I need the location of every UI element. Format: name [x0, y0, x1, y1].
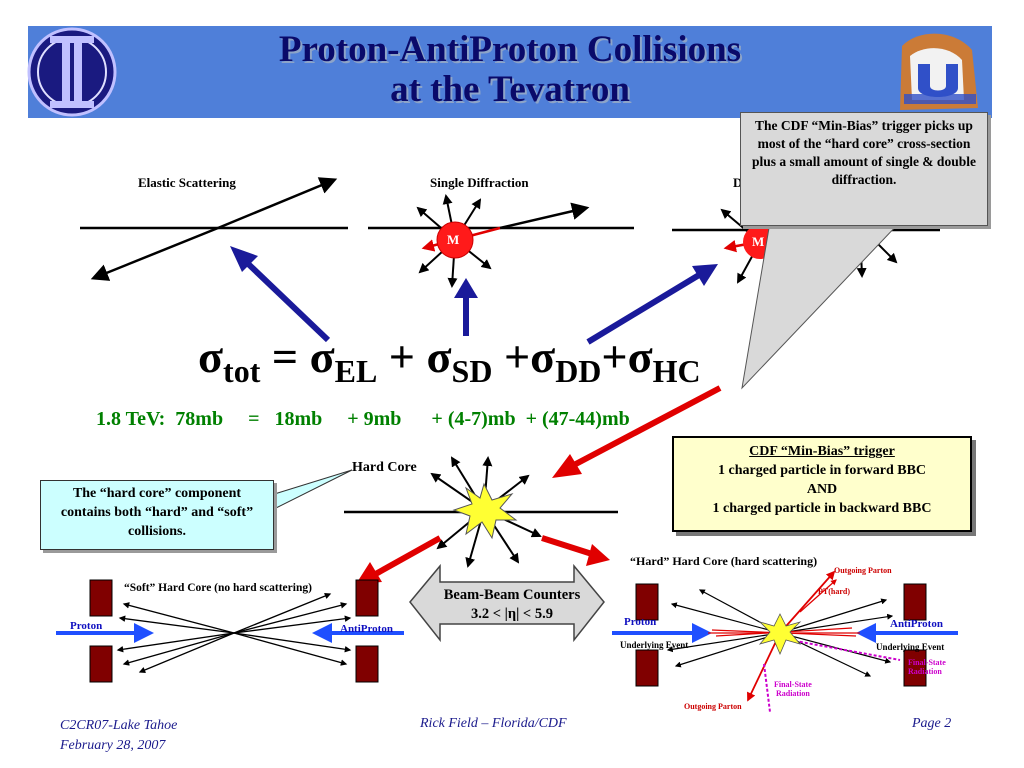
sigma-symbol: σ	[627, 331, 653, 382]
bbc-line2: 3.2 < |η| < 5.9	[471, 606, 553, 622]
footer-date: February 28, 2007	[60, 738, 166, 753]
sigma-symbol: σ	[426, 331, 452, 382]
single-diffraction-diagram	[368, 194, 634, 288]
elastic-scattering-label: Elastic Scattering	[138, 175, 236, 190]
subscript-el: EL	[334, 353, 378, 390]
cross-section-formula: σtot = σEL + σSD +σDD+σHC	[198, 330, 701, 390]
subscript-tot: tot	[223, 353, 261, 390]
equals-sign: =	[271, 331, 299, 382]
pt-hard-label: PT(hard)	[818, 587, 850, 596]
trigger-line1: 1 charged particle in forward BBC	[717, 463, 927, 478]
sigma-symbol: σ	[530, 331, 556, 382]
footer-left: C2CR07-Lake Tahoe February 28, 2007	[60, 716, 177, 756]
hard-core-callout: The “hard core” component contains both …	[40, 480, 274, 550]
hard-core-callout-pointer	[267, 469, 353, 513]
outgoing-parton-top-label: Outgoing Parton	[834, 566, 892, 575]
cross-section-values: 1.8 TeV: 78mb = 18mb + 9mb + (4-7)mb + (…	[96, 408, 630, 430]
plus-sign: +	[388, 331, 415, 382]
sigma-symbol: σ	[309, 331, 335, 382]
sigma-symbol: σ	[198, 331, 224, 382]
cdf-minbias-callout: The CDF “Min-Bias” trigger picks up most…	[740, 112, 988, 226]
uf-logo-icon	[900, 33, 978, 110]
hard-hard-core-diagram	[612, 570, 958, 713]
outgoing-parton-bottom-label: Outgoing Parton	[684, 702, 742, 711]
dd-mass-label: M	[752, 234, 765, 249]
underlying-event-left-label: Underlying Event	[620, 640, 689, 650]
blue-arrows	[230, 246, 718, 345]
hard-hard-core-title: “Hard” Hard Core (hard scattering)	[630, 554, 818, 568]
fsr-right-label: Final-State Radiation	[908, 658, 946, 676]
hard-proton-label: Proton	[624, 616, 657, 628]
beam-beam-counters-label: Beam-Beam Counters 3.2 < |η| < 5.9	[418, 586, 606, 624]
fsr-bottom-label: Final-State Radiation	[774, 680, 812, 698]
footer-author: Rick Field – Florida/CDF	[420, 716, 567, 731]
soft-hard-core-diagram	[56, 579, 404, 683]
bbc-double-arrow	[409, 563, 605, 643]
hard-antiproton-label: AntiProton	[890, 618, 943, 630]
single-diffraction-label: Single Diffraction	[430, 175, 529, 190]
footer-conference: C2CR07-Lake Tahoe	[60, 718, 178, 733]
hard-scatter-star-icon	[758, 613, 802, 656]
cdf-callout-pointer	[741, 221, 902, 390]
soft-hard-core-title: “Soft” Hard Core (no hard scattering)	[124, 582, 312, 594]
trigger-title: CDF “Min-Bias” trigger	[749, 444, 895, 459]
fsr-bottom-line1: Final-State	[774, 680, 812, 689]
hard-core-label: Hard Core	[352, 460, 417, 475]
hard-core-star-icon	[452, 482, 518, 540]
bbc-line1: Beam-Beam Counters	[443, 587, 581, 603]
subscript-hc: HC	[652, 353, 701, 390]
sd-mass-label: M	[447, 232, 460, 247]
trigger-line3: 1 charged particle in backward BBC	[712, 501, 932, 516]
plus-sign: +	[503, 331, 531, 382]
elastic-scattering-diagram	[80, 177, 348, 281]
slide-title-line2: at the Tevatron	[390, 69, 630, 110]
trigger-line2: AND	[806, 482, 838, 497]
fsr-bottom-line2: Radiation	[775, 689, 810, 698]
soft-proton-label: Proton	[70, 620, 103, 632]
red-arrow-to-hard-core	[552, 385, 722, 478]
title-bar: Proton-AntiProton Collisions at the Teva…	[28, 26, 992, 118]
plus-sign: +	[601, 331, 628, 382]
red-arrows-to-panels	[356, 535, 610, 584]
subscript-sd: SD	[451, 353, 493, 390]
double-diffraction-label: D	[733, 175, 743, 190]
hard-core-diagram	[344, 456, 618, 568]
slide-title-line1: Proton-AntiProton Collisions	[278, 29, 742, 70]
underlying-event-right-label: Underlying Event	[876, 642, 945, 652]
cdf-II-logo-icon	[27, 27, 117, 117]
page-number: Page 2	[912, 716, 952, 731]
trigger-box: CDF “Min-Bias” trigger 1 charged particl…	[672, 436, 972, 532]
subscript-dd: DD	[555, 353, 602, 390]
soft-antiproton-label: AntiProton	[340, 623, 393, 635]
